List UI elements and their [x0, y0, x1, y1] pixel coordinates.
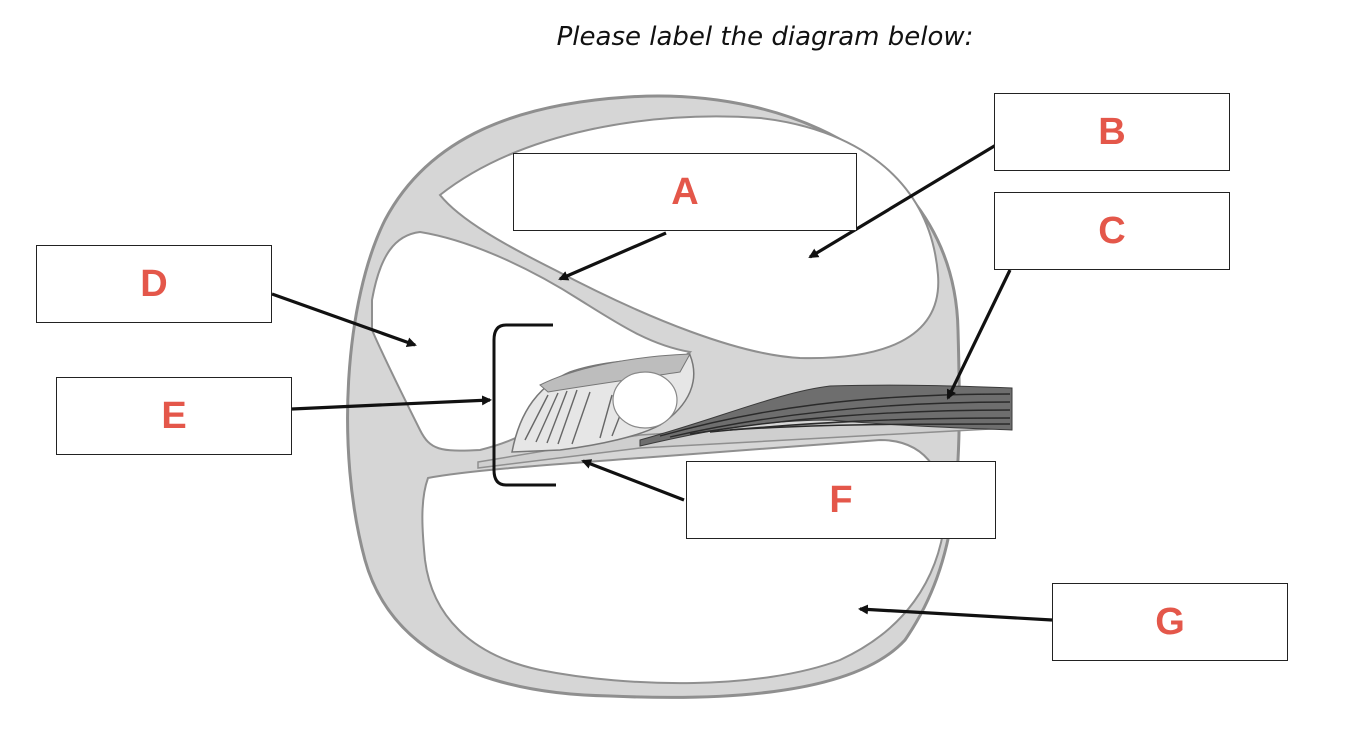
label-letter-c: C	[1098, 209, 1126, 252]
arrow-F	[581, 459, 685, 502]
label-box-g[interactable]: G	[1052, 583, 1288, 661]
arrow-G	[858, 604, 1053, 622]
bracket-E	[492, 323, 556, 487]
label-letter-e: E	[161, 394, 187, 437]
label-box-f[interactable]: F	[686, 461, 996, 539]
label-box-a[interactable]: A	[513, 153, 857, 231]
arrow-B	[808, 143, 997, 259]
tectorial-membrane	[539, 353, 691, 393]
worksheet-title: Please label the diagram below:	[556, 22, 974, 52]
arrow-D	[271, 292, 417, 348]
label-box-b[interactable]: B	[994, 93, 1230, 171]
inner-tunnel	[612, 371, 678, 429]
leader-arrows	[271, 143, 1053, 622]
label-box-d[interactable]: D	[36, 245, 272, 323]
label-box-c[interactable]: C	[994, 192, 1230, 270]
label-letter-a: A	[671, 170, 699, 213]
label-letter-f: F	[829, 478, 853, 521]
label-letter-g: G	[1155, 600, 1185, 643]
hair-cell-lines	[524, 389, 629, 445]
label-letter-d: D	[140, 262, 168, 305]
arrow-C	[946, 269, 1012, 400]
arrow-A	[558, 231, 667, 281]
arrow-E	[291, 395, 492, 411]
label-box-e[interactable]: E	[56, 377, 292, 455]
label-letter-b: B	[1098, 110, 1126, 153]
